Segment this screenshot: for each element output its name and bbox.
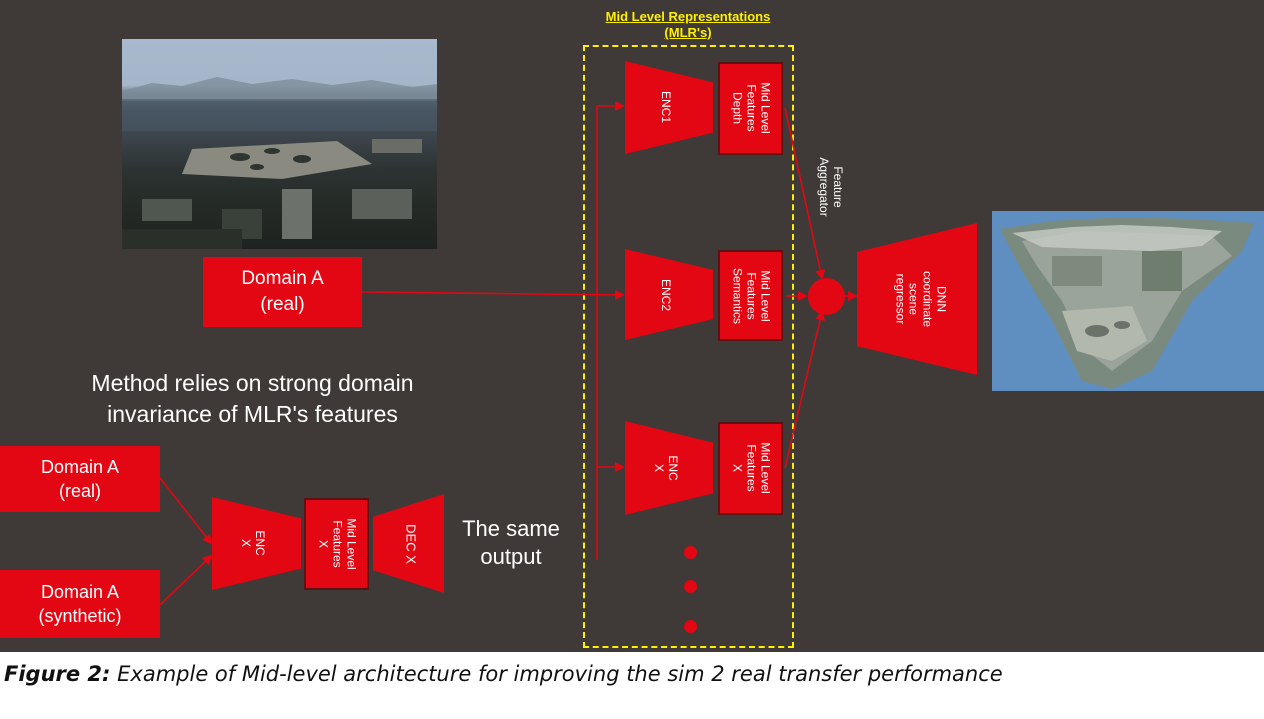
arrow-synth-to-enc [159, 554, 213, 606]
mlr-title: Mid Level Representations (MLR's) [583, 9, 793, 41]
same-output-note: The same output [462, 516, 560, 569]
left-enc-label: ENC X [239, 530, 267, 556]
feature-aggregator-node [808, 278, 845, 315]
features-x-label: Mid Level Features X [731, 442, 773, 494]
aerial-photo-art [122, 77, 437, 249]
features-x-box [718, 422, 783, 515]
left-features-box [304, 498, 369, 590]
arrow-real-to-enc [159, 477, 213, 545]
figure-caption: Figure 2: Example of Mid-level architect… [4, 662, 1003, 686]
diagram-canvas: Mid Level Representations (MLR's) Domain… [0, 0, 1264, 652]
encx-label: ENC X [652, 455, 680, 481]
arrow-x-to-aggregator [784, 310, 826, 469]
arrow-depth-to-aggregator [784, 107, 826, 280]
enc2-label: ENC2 [658, 278, 673, 312]
caption-text: Example of Mid-level architecture for im… [110, 662, 1003, 686]
left-dec-label: DEC X [403, 524, 419, 564]
point-cloud-art [1000, 217, 1254, 389]
connector-lines [159, 101, 858, 606]
enc1-label: ENC1 [658, 90, 673, 124]
left-features-label: Mid Level Features X [317, 518, 359, 570]
mlr-title-line1: Mid Level Representations [605, 9, 771, 24]
ellipsis-dot [684, 580, 697, 593]
ellipsis-dot [684, 546, 697, 559]
method-note: Method relies on strong domain invarianc… [91, 370, 414, 427]
features-depth-label: Mid Level Features Depth [731, 82, 773, 134]
mlr-frame [583, 45, 794, 648]
point-cloud-render [992, 211, 1264, 391]
feature-aggregator-label: Feature Aggregator [817, 157, 845, 217]
domain-a-real-main: Domain A (real) [203, 257, 362, 327]
ellipsis-dot [684, 620, 697, 633]
dnn-regressor-label: DNN coordinate scene regressor [893, 270, 949, 328]
dnn-regressor-block [857, 223, 977, 375]
arrow-domain-to-enc2 [361, 289, 625, 300]
features-semantics-box [718, 250, 783, 341]
mlr-title-line2: (MLR's) [664, 25, 712, 40]
caption-label: Figure 2: [4, 662, 111, 686]
domain-a-real-left: Domain A (real) [0, 446, 160, 512]
aerial-photo [122, 39, 437, 249]
features-depth-box [718, 62, 783, 155]
features-semantics-label: Mid Level Features Semantics [731, 267, 773, 325]
domain-a-synthetic-left: Domain A (synthetic) [0, 570, 160, 638]
